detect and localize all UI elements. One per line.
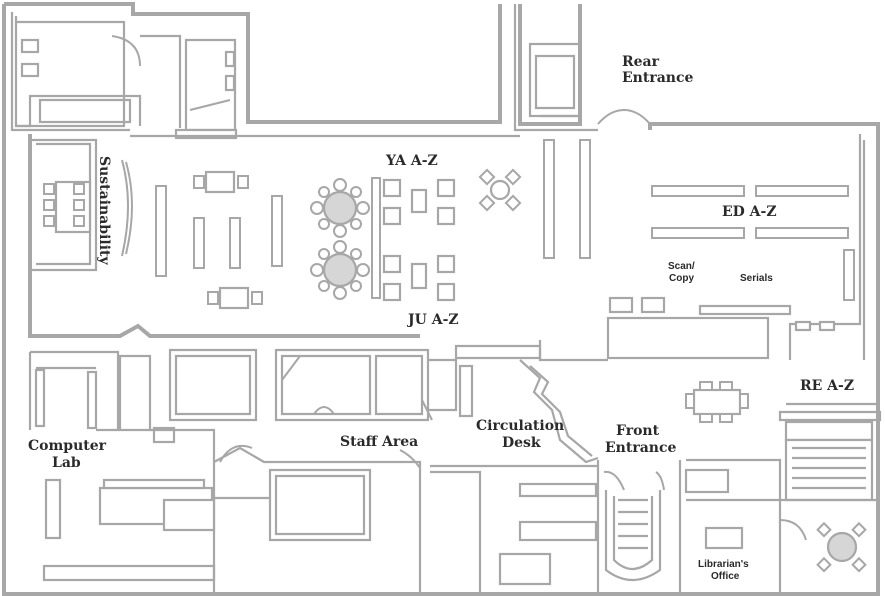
rear-entrance-label-line1: Rear <box>622 54 660 70</box>
sustainability-label: Sustainability <box>96 156 112 265</box>
re-label: RE A-Z <box>800 378 854 394</box>
scan-copy-label-line1: Scan/ <box>668 261 695 272</box>
right-rooms <box>684 381 882 594</box>
circulation-desk-label-line1: Circulation <box>476 418 564 434</box>
ed-shelves <box>651 185 855 301</box>
scan-copy-label-line2: Copy <box>669 273 694 284</box>
rear-entrance-label-line2: Entrance <box>622 70 693 86</box>
scan-copy-serials <box>454 296 836 362</box>
librarians-office-label-line2: Office <box>711 571 740 582</box>
circulation-desk-label-line2: Desk <box>502 435 541 451</box>
small-tables <box>193 170 263 310</box>
front-entrance-label-line2: Entrance <box>605 440 676 456</box>
staff-area <box>162 444 422 594</box>
rear-entrance-vestibule <box>528 42 651 125</box>
librarians-office-label-line1: Librarian's <box>698 559 749 570</box>
computer-lab-label-line1: Computer <box>28 438 107 454</box>
serials-label: Serials <box>740 273 773 284</box>
ed-label: ED A-Z <box>722 204 777 220</box>
sustainability-table <box>43 180 92 234</box>
ya-label: YA A-Z <box>385 153 438 169</box>
study-carrels <box>382 178 456 302</box>
round-tables <box>310 168 522 300</box>
main-room-shelves <box>155 139 591 299</box>
ju-label: JU A-Z <box>406 312 459 328</box>
circulation-area <box>428 358 599 594</box>
computer-lab-label-line2: Lab <box>52 455 81 471</box>
room-labels: Rear Entrance Sustainability YA A-Z ED A… <box>28 54 854 582</box>
top-left-room <box>16 34 238 140</box>
middle-rooms <box>118 348 433 594</box>
front-entrance-label-line1: Front <box>616 423 660 439</box>
staff-area-label: Staff Area <box>340 434 418 450</box>
front-entrance <box>596 460 682 594</box>
